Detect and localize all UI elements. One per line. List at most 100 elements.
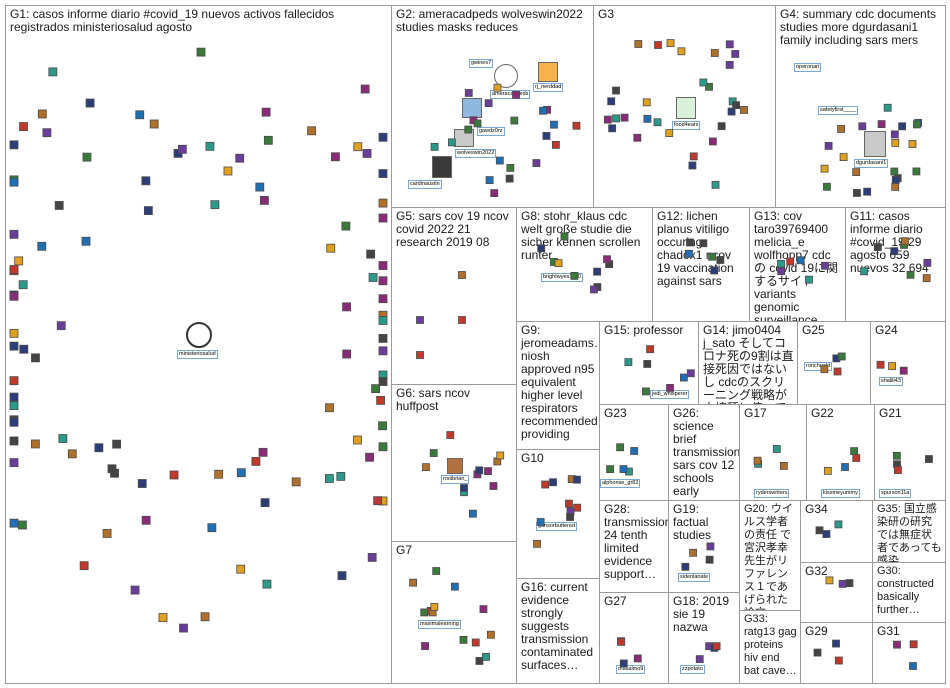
- group-panel-g26[interactable]: G26: science brief transmission sars cov…: [668, 404, 740, 501]
- group-panel-g3[interactable]: G3 food4ears: [593, 5, 776, 208]
- group-panel-g9[interactable]: G9: jeromeadams… niosh approved n95 equi…: [516, 321, 600, 450]
- group-panel-g5[interactable]: G5: sars cov 19 ncov covid 2022 21 resea…: [391, 207, 517, 385]
- group-title-g17: G17: [744, 406, 767, 420]
- hub-label-dgurdasani1: dgurdasani1: [854, 159, 889, 168]
- hub-label-jedi-whisperer: jedi_whisperer: [650, 390, 690, 399]
- hub-avatar-dgurdasani1[interactable]: [864, 131, 886, 157]
- group-title-g29: G29: [805, 624, 828, 638]
- group-panel-g13[interactable]: G13: cov taro39769400 melicia_e wolfhopp…: [749, 207, 846, 322]
- group-panel-g19[interactable]: G19: factual studies sidenlanate: [668, 500, 740, 593]
- group-title-g5: G5: sars cov 19 ncov covid 2022 21 resea…: [396, 209, 509, 249]
- hub-label-operonari: operonari: [794, 63, 822, 72]
- hub-label-brightwyes1170: brightwyes1170: [541, 273, 584, 282]
- hub-label-masalmo9: masalmo9: [616, 665, 646, 674]
- group-panel-g6[interactable]: G6: sars ncov huffpost rooibrian_: [391, 384, 517, 542]
- group-title-g33: G33: ratg13 gag proteins hiv end bat cav…: [744, 613, 797, 677]
- group-title-g10: G10: [521, 451, 544, 465]
- group-title-g2: G2: ameracadpeds wolveswin2022 studies m…: [396, 7, 583, 34]
- group-panel-g10[interactable]: G10 gunsorbuttered: [516, 449, 600, 579]
- group-panel-g32[interactable]: G32: [800, 562, 873, 623]
- hub-label-safetyfirst: safetyfirst____: [818, 106, 858, 115]
- group-panel-g24[interactable]: G24 shalili43: [870, 321, 946, 405]
- hub-label-ameracadpeds: ameracadpeds: [490, 90, 531, 99]
- group-panel-g33[interactable]: G33: ratg13 gag proteins hiv end bat cav…: [739, 610, 801, 684]
- group-panel-g31[interactable]: G31: [872, 622, 946, 684]
- group-panel-g20[interactable]: G20: ウイルス学者の责任 で宮沢孝幸先生がリファレンス１であげられた論文…: [739, 500, 801, 611]
- group-title-g27: G27: [604, 594, 627, 608]
- hub-label-cardinaustin: cardinaustin: [408, 180, 442, 189]
- group-title-g24: G24: [875, 323, 898, 337]
- hub-label-gawdz0rz: gawdz0rz: [477, 127, 505, 136]
- group-title-g3: G3: [598, 7, 615, 21]
- group-panel-g11[interactable]: G11: casos informe diario #covid_19 29 a…: [845, 207, 946, 322]
- hub-label-zzpotato: zzpotato: [680, 665, 705, 674]
- group-title-g6: G6: sars ncov huffpost: [396, 386, 471, 413]
- group-panel-g15[interactable]: G15: professor jedi_whisperer: [599, 321, 699, 405]
- hub-label-kissmeyummy: kissmeyummy: [821, 489, 860, 498]
- hub-label-spurson11a: spurson11a: [879, 489, 912, 498]
- hub-avatar-rj-nerddad[interactable]: [538, 62, 558, 82]
- group-title-g20: G20: ウイルス学者の责任 で宮沢孝幸先生がリファレンス１であげられた論文…: [744, 503, 793, 610]
- hub-label-rooibrian: rooibrian_: [441, 475, 470, 484]
- hub-avatar-food4ears[interactable]: [676, 97, 696, 119]
- group-title-g21: G21: [879, 406, 902, 420]
- group-title-g32: G32: [805, 564, 828, 578]
- group-title-g12: G12: lichen planus vitiligo occuring cha…: [657, 209, 734, 288]
- hub-avatar-rooibrian[interactable]: [447, 458, 463, 474]
- hub-label-alphonse-gr82: alphonse_gr82: [600, 479, 641, 488]
- group-panel-g25[interactable]: G25 ronchuald: [797, 321, 871, 405]
- group-panel-g1[interactable]: G1: casos informe diario #covid_19 nuevo…: [5, 5, 392, 684]
- hub-avatar-gawdz0rz[interactable]: [462, 98, 482, 118]
- group-title-g4: G4: summary cdc documents studies more d…: [780, 7, 937, 47]
- group-title-g25: G25: [802, 323, 825, 337]
- hub-label-gwines7: gwines7: [469, 59, 494, 68]
- hub-avatar-cardinaustin[interactable]: [432, 156, 452, 178]
- group-panel-g4[interactable]: G4: summary cdc documents studies more d…: [775, 5, 946, 208]
- group-title-g31: G31: [877, 624, 900, 638]
- group-panel-g21[interactable]: G21 spurson11a: [874, 404, 946, 501]
- group-title-g8: G8: stohr_klaus cdc welt große studie di…: [521, 209, 641, 262]
- group-panel-g17[interactable]: G17 ryderswriters: [739, 404, 807, 501]
- group-panel-g27[interactable]: G27 masalmo9: [599, 592, 669, 684]
- group-title-g23: G23: [604, 406, 627, 420]
- hub-label-sidenlanate: sidenlanate: [678, 573, 711, 582]
- group-title-g22: G22: [811, 406, 834, 420]
- group-panel-g8[interactable]: G8: stohr_klaus cdc welt große studie di…: [516, 207, 653, 322]
- group-panel-g23[interactable]: G23 alphonse_gr82: [599, 404, 669, 501]
- group-panel-g18[interactable]: G18: 2019 sie 19 nazwa zzpotato: [668, 592, 740, 684]
- group-panel-g12[interactable]: G12: lichen planus vitiligo occuring cha…: [652, 207, 750, 322]
- group-title-g26: G26: science brief transmission sars cov…: [673, 406, 740, 501]
- group-title-g11: G11: casos informe diario #covid_19 29 a…: [850, 209, 929, 275]
- group-panel-g2[interactable]: G2: ameracadpeds wolveswin2022 studies m…: [391, 5, 594, 208]
- hub-label-ministeriosalud: ministeriosalud: [177, 350, 218, 359]
- hub-label-maximalearning: maximalearning: [418, 620, 461, 629]
- hub-label-rj-nerddad: rj_nerddad: [533, 83, 564, 92]
- group-title-g7: G7: [396, 543, 413, 557]
- hub-label-wolveswin2022: wolveswin2022: [455, 149, 497, 158]
- hub-label-food4ears: food4ears: [672, 121, 701, 130]
- group-panel-g28[interactable]: G28: transmission 24 tenth limited evide…: [599, 500, 669, 593]
- group-panel-g34[interactable]: G34: [800, 500, 873, 563]
- group-title-g15: G15: professor: [604, 323, 684, 337]
- group-panel-g35[interactable]: G35: 国立感染研の研究では無症状者であっても感染…: [872, 500, 946, 563]
- group-panel-g16[interactable]: G16: current evidence strongly suggests …: [516, 578, 600, 684]
- group-title-g19: G19: factual studies: [673, 502, 712, 542]
- group-title-g14: G14: jimo0404 j_sato そしてコロナ死の9割は直接死因ではない…: [703, 323, 794, 405]
- group-title-g1: G1: casos informe diario #covid_19 nuevo…: [10, 7, 335, 34]
- group-panel-g22[interactable]: G22 kissmeyummy: [806, 404, 875, 501]
- group-title-g35: G35: 国立感染研の研究では無症状者であっても感染…: [877, 503, 942, 563]
- hub-avatar-ameracadpeds[interactable]: [494, 64, 518, 88]
- group-title-g16: G16: current evidence strongly suggests …: [521, 580, 594, 672]
- group-title-g34: G34: [805, 502, 828, 516]
- group-title-g13: G13: cov taro39769400 melicia_e wolfhopp…: [754, 209, 839, 322]
- group-panel-g30[interactable]: G30: constructed basically further…: [872, 562, 946, 623]
- group-title-g30: G30: constructed basically further…: [877, 565, 934, 616]
- group-panel-g14[interactable]: G14: jimo0404 j_sato そしてコロナ死の9割は直接死因ではない…: [698, 321, 798, 405]
- group-panel-g7[interactable]: G7 maximalearning: [391, 541, 517, 684]
- hub-avatar-wolveswin2022[interactable]: [454, 129, 474, 147]
- group-panel-g29[interactable]: G29: [800, 622, 873, 684]
- hub-label-gunsorbuttered: gunsorbuttered: [536, 522, 577, 531]
- hub-avatar-ministeriosalud[interactable]: [186, 322, 212, 348]
- hub-label-ronchuald: ronchuald: [804, 362, 833, 371]
